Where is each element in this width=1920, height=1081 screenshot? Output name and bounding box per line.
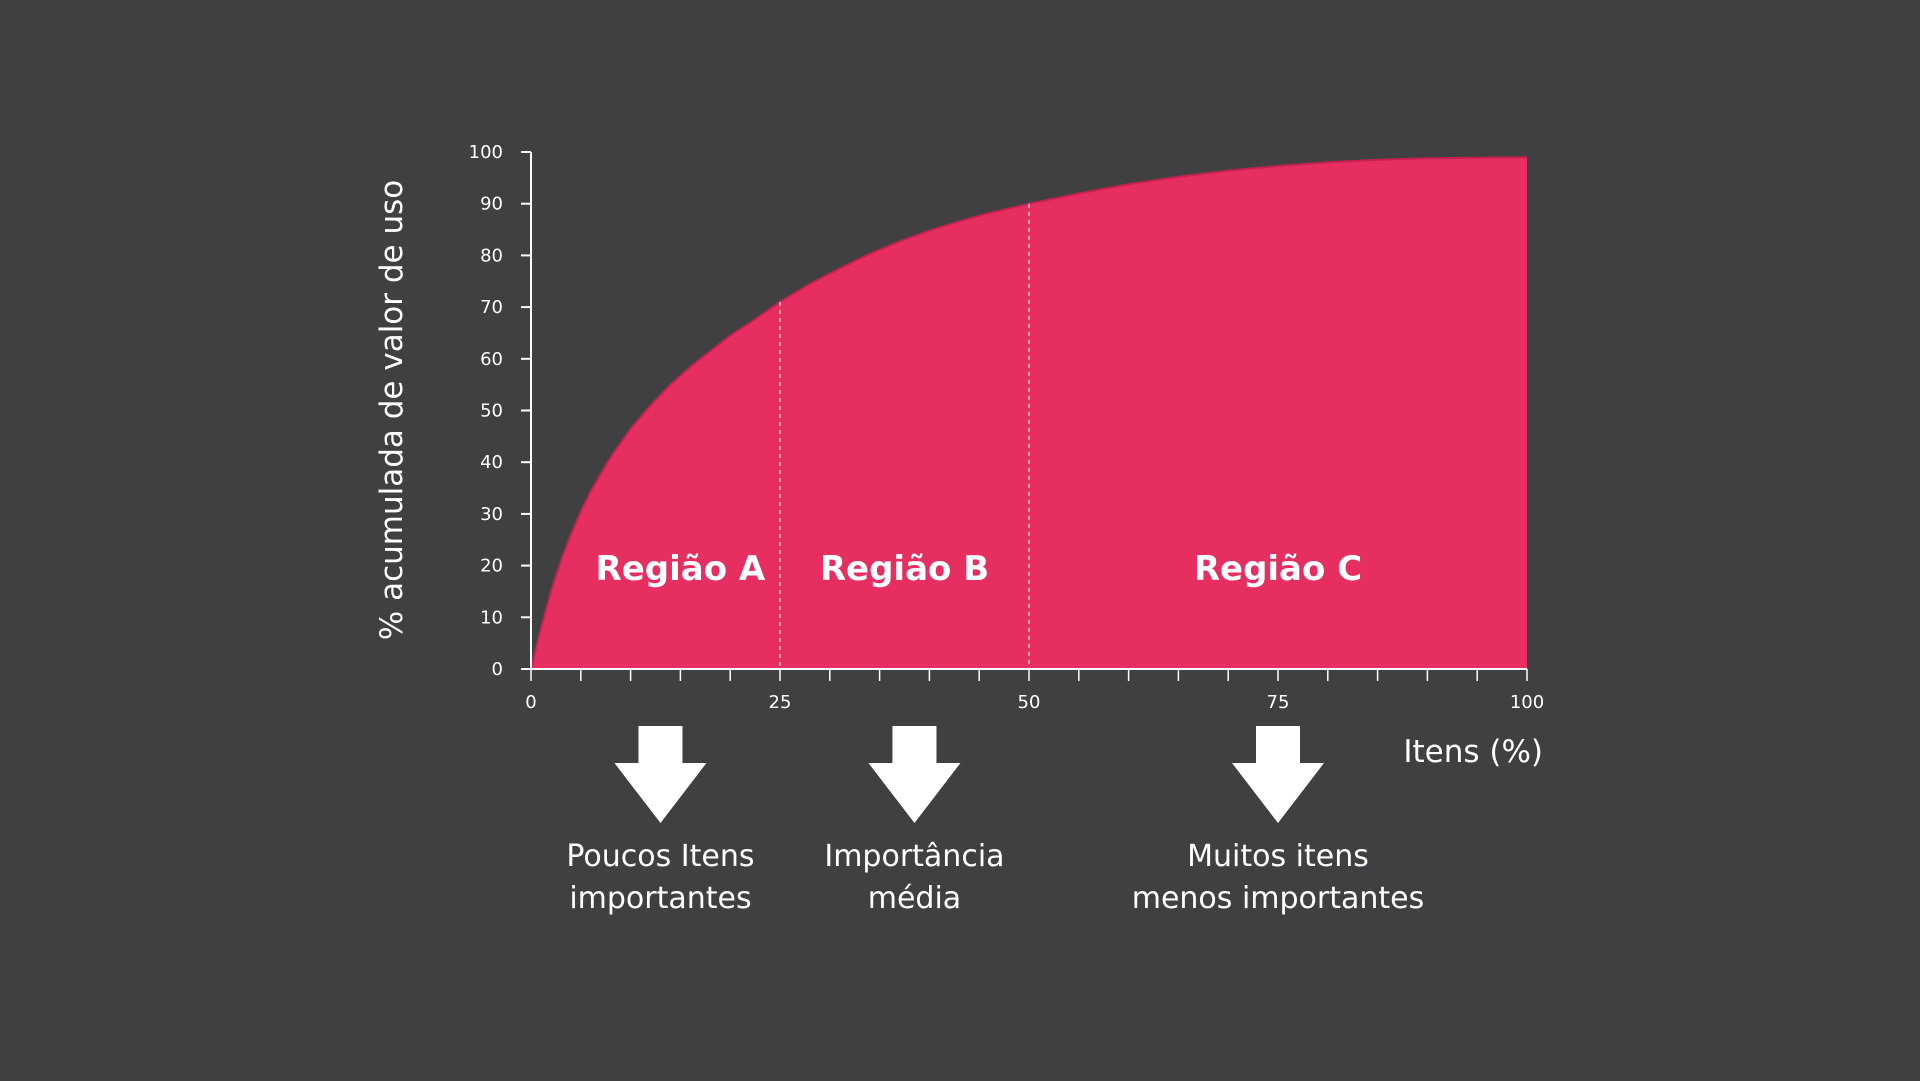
y-tick-label: 60 (480, 349, 503, 370)
down-arrow-icon (868, 726, 961, 823)
x-tick-label: 50 (1018, 692, 1041, 713)
x-axis-title: Itens (%) (1403, 734, 1543, 770)
y-tick-label: 50 (480, 401, 503, 422)
y-tick-label: 100 (469, 142, 503, 163)
y-tick-label: 70 (480, 297, 503, 318)
x-tick-label: 25 (769, 692, 792, 713)
annotation-caption: Importância (824, 839, 1004, 874)
down-arrow-icon (1232, 726, 1324, 823)
down-arrow-icon (614, 726, 707, 823)
y-tick-label: 0 (492, 659, 503, 680)
region-label: Região C (1194, 549, 1362, 589)
annotation-caption: importantes (569, 881, 751, 916)
annotation-caption: média (868, 881, 961, 916)
y-tick-label: 30 (480, 504, 503, 525)
region-label: Região B (820, 549, 989, 589)
y-tick-label: 20 (480, 556, 503, 577)
y-axis-title: % acumulada de valor de uso (374, 180, 410, 640)
x-tick-label: 100 (1510, 692, 1544, 713)
cumulative-curve (530, 156, 1528, 670)
y-tick-label: 90 (480, 194, 503, 215)
annotation-caption: menos importantes (1132, 881, 1425, 916)
y-tick-label: 10 (480, 607, 503, 628)
x-tick-label: 0 (525, 692, 536, 713)
x-tick-label: 75 (1267, 692, 1290, 713)
annotation-caption: Poucos Itens (566, 839, 754, 874)
y-tick-label: 80 (480, 245, 503, 266)
annotation-caption: Muitos itens (1187, 839, 1369, 874)
region-label: Região A (596, 549, 766, 589)
y-tick-label: 40 (480, 452, 503, 473)
